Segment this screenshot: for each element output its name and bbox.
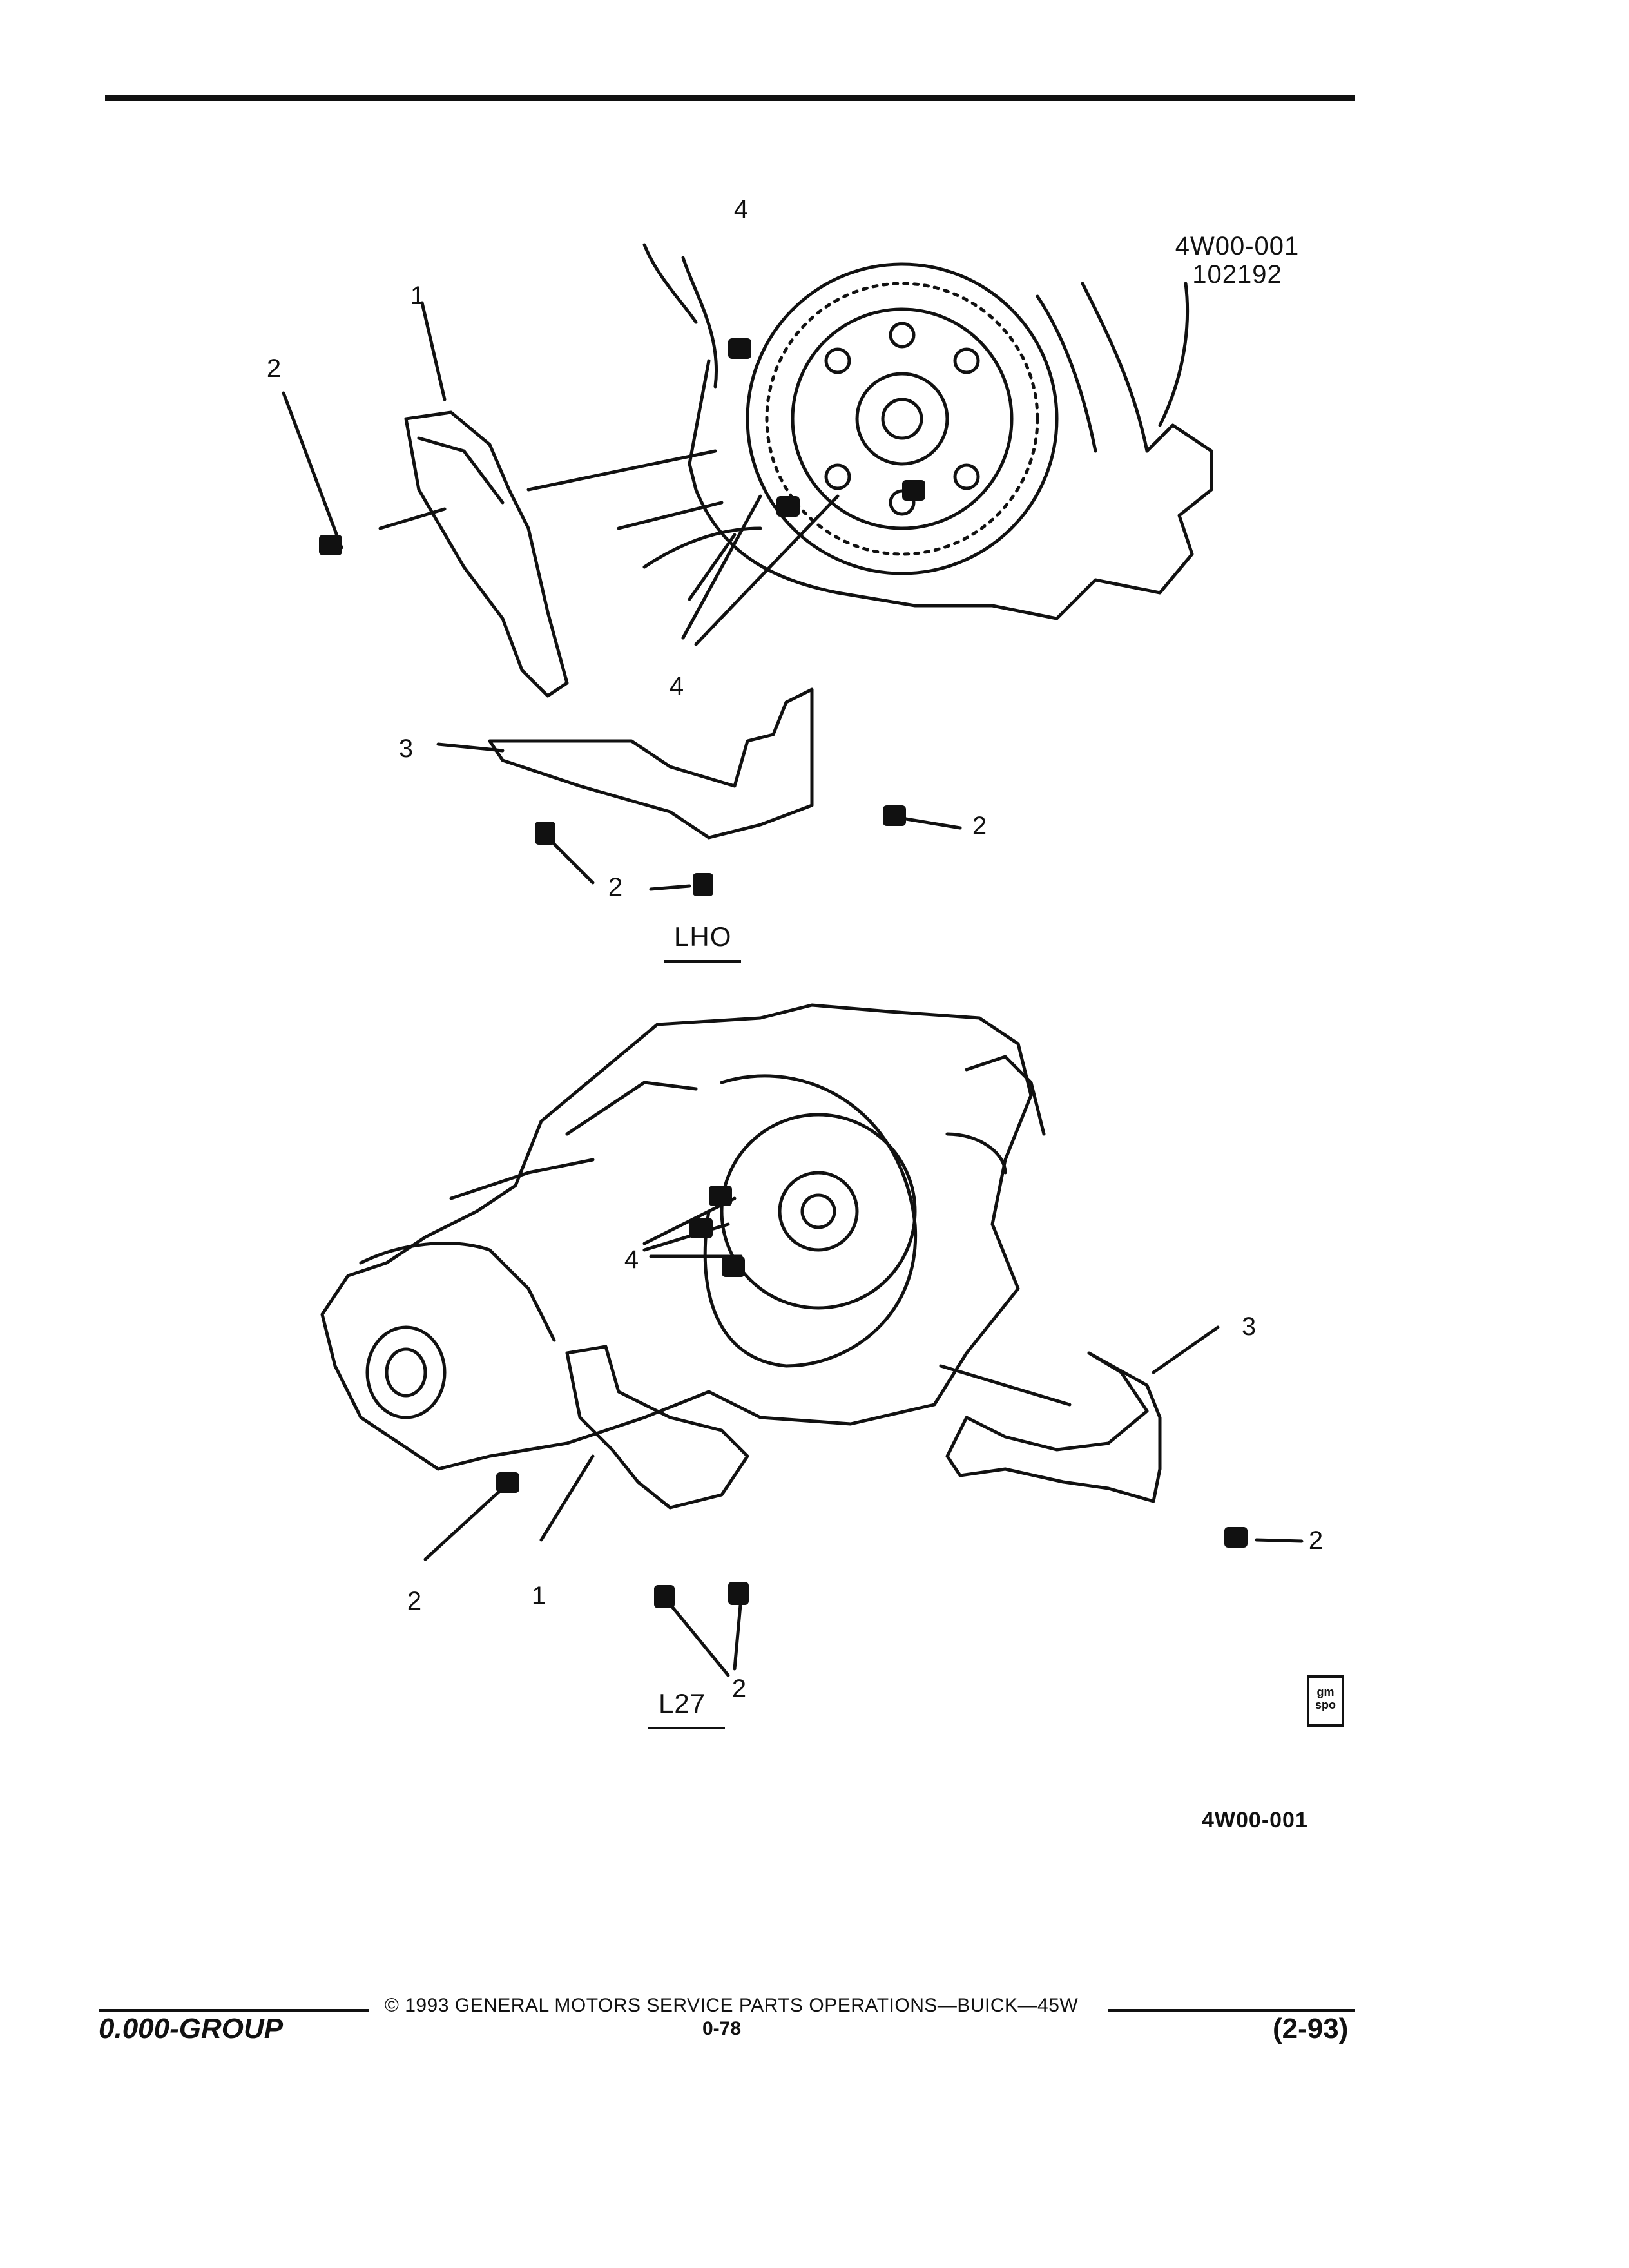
callout-2-top-bottom: 2: [608, 873, 622, 901]
callout-4-bottom: 4: [670, 672, 684, 700]
figure-code: 4W00-001: [1175, 232, 1300, 260]
callout-4-top: 4: [734, 195, 748, 224]
variant-label-l27: L27: [659, 1688, 706, 1718]
figure-date: 102192: [1192, 260, 1282, 289]
callout-2-top-right: 2: [972, 812, 987, 840]
variant-underline-l27: [648, 1727, 725, 1729]
gm-spo-logo: gm spo: [1307, 1675, 1344, 1727]
callout-2-bottom-left: 2: [407, 1587, 421, 1615]
callout-3-bottom-diagram: 3: [1242, 1312, 1256, 1341]
footer-group-code: 0.000-GROUP: [99, 2013, 284, 2044]
callout-4-bottom-diagram: 4: [624, 1245, 639, 1274]
figure-code-block: 4W00-001 102192: [1160, 232, 1315, 289]
variant-label-lho: LHO: [674, 921, 732, 952]
header-rule: [105, 95, 1355, 101]
footer-rule-left: [99, 2009, 369, 2012]
callout-1-top: 1: [410, 282, 425, 310]
logo-spo-text: spo: [1315, 1698, 1336, 1711]
footer-page-number: 0-78: [702, 2018, 742, 2039]
callout-1-bottom: 1: [532, 1582, 546, 1610]
footer-rule-right: [1108, 2009, 1355, 2012]
l27-exploded-diagram: 4 3 2 2 1 2: [320, 1003, 1323, 1703]
callout-2-bottom-right: 2: [1309, 1526, 1323, 1555]
figure-stamp: 4W00-001: [1202, 1808, 1308, 1832]
callout-2-bottom-center: 2: [732, 1675, 746, 1703]
lho-exploded-diagram: 4 1 2 4 3 2 2: [267, 195, 1213, 901]
footer-copyright: © 1993 GENERAL MOTORS SERVICE PARTS OPER…: [384, 1995, 1079, 2016]
variant-underline-lho: [664, 960, 741, 963]
footer-revision: (2-93): [1273, 2013, 1349, 2044]
callout-3-top: 3: [399, 735, 413, 763]
logo-gm-text: gm: [1316, 1686, 1335, 1698]
callout-2-top-left: 2: [267, 354, 281, 383]
